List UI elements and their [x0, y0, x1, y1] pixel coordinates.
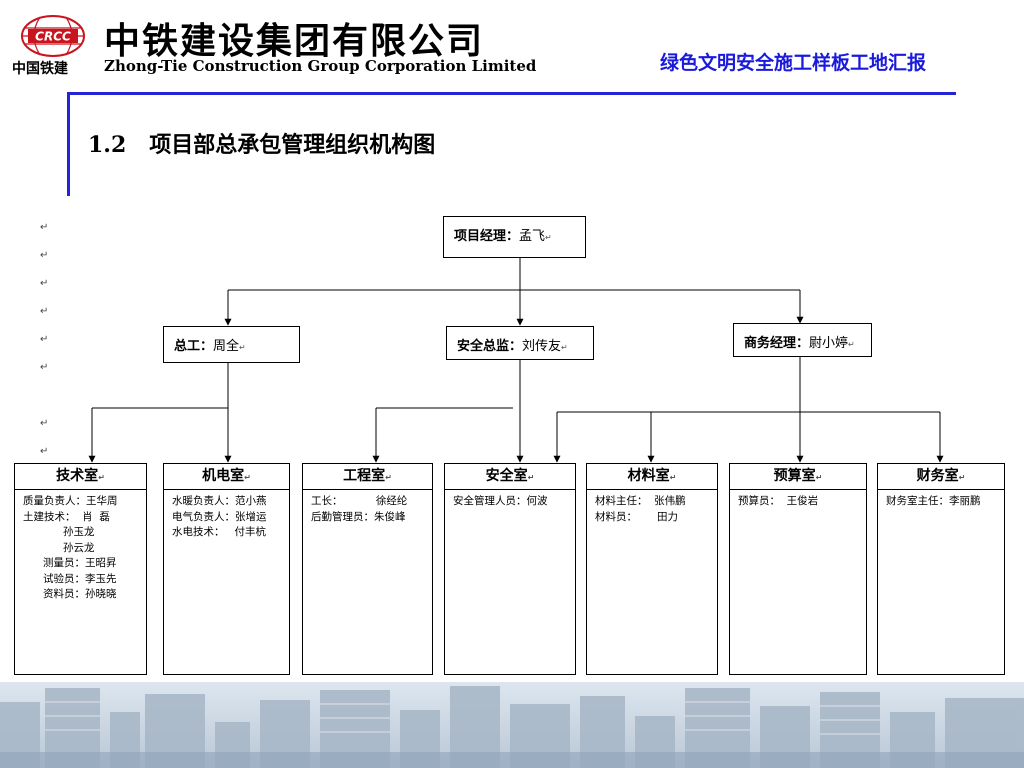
department-title: 材料室↵ — [587, 464, 717, 490]
department-title: 工程室↵ — [303, 464, 432, 490]
member-line: 资料员：孙晓晓 — [23, 588, 117, 600]
member-line: 质量负责人：王华周 — [23, 495, 118, 507]
paragraph-mark: ↵ — [40, 334, 49, 345]
department-box-finance: 财务室↵ 财务室主任：李丽鹏 — [877, 463, 1005, 675]
department-members: 水暖负责人：范小燕 电气负责人：张增运 水电技术： 付丰杭 — [164, 490, 289, 541]
paragraph-mark: ↵ — [40, 250, 49, 261]
department-box-budget: 预算室↵ 预算员： 王俊岩 — [729, 463, 867, 675]
member-line: 测量员：王昭昇 — [23, 557, 117, 569]
business-manager-role: 商务经理： — [744, 336, 810, 351]
section-number: 1.2 — [88, 132, 127, 158]
department-members: 预算员： 王俊岩 — [730, 490, 866, 510]
department-box-mechanical-electrical: 机电室↵ 水暖负责人：范小燕 电气负责人：张增运 水电技术： 付丰杭 — [163, 463, 290, 675]
paragraph-mark: ↵ — [815, 473, 823, 482]
member-line: 土建技术： 肖 磊 — [23, 510, 110, 523]
department-name: 机电室 — [202, 468, 245, 484]
header-divider — [68, 92, 956, 95]
department-title: 预算室↵ — [730, 464, 866, 490]
member-line: 试验员：李玉先 — [23, 572, 117, 585]
paragraph-mark: ↵ — [958, 473, 966, 482]
paragraph-mark: ↵ — [40, 278, 49, 289]
paragraph-mark: ↵ — [40, 446, 49, 457]
paragraph-mark: ↵ — [40, 222, 49, 233]
department-box-safety: 安全室↵ 安全管理人员：何波 — [444, 463, 576, 675]
member-line: 孙云龙 — [23, 541, 95, 554]
business-manager-name: 尉小婷 — [809, 336, 849, 351]
paragraph-mark: ↵ — [40, 418, 49, 429]
department-title: 技术室↵ — [15, 464, 146, 490]
department-members: 质量负责人：王华周 土建技术： 肖 磊 孙玉龙 孙云龙 测量员：王昭昇 试验员：… — [15, 490, 146, 603]
manager-name: 孟飞 — [519, 229, 546, 244]
logo-chinese-name: 中国铁建 — [12, 61, 68, 77]
department-members: 安全管理人员：何波 — [445, 490, 575, 510]
department-members: 财务室主任：李丽鹏 — [878, 490, 1004, 510]
chief-engineer-role: 总工： — [174, 339, 214, 354]
department-name: 工程室 — [343, 468, 386, 484]
member-line: 后勤管理员：朱俊峰 — [311, 510, 406, 523]
department-title: 财务室↵ — [878, 464, 1004, 490]
member-line: 安全管理人员：何波 — [453, 495, 548, 507]
department-name: 材料室 — [627, 468, 670, 484]
report-title: 绿色文明安全施工样板工地汇报 — [660, 52, 927, 74]
paragraph-mark: ↵ — [40, 306, 49, 317]
paragraph-mark: ↵ — [40, 362, 49, 373]
department-title: 安全室↵ — [445, 464, 575, 490]
business-manager-box: 商务经理：尉小婷↵ — [733, 323, 872, 357]
department-name: 安全室 — [485, 468, 528, 484]
department-members: 材料主任： 张伟鹏 材料员： 田力 — [587, 490, 717, 525]
paragraph-mark: ↵ — [239, 343, 246, 352]
department-name: 财务室 — [916, 468, 959, 484]
department-name: 技术室 — [56, 468, 99, 484]
department-name: 预算室 — [773, 468, 816, 484]
city-skyline-image — [0, 682, 1024, 768]
chief-engineer-box: 总工：周全↵ — [163, 326, 300, 363]
section-title-text: 项目部总承包管理组织机构图 — [149, 132, 436, 158]
svg-text:CRCC: CRCC — [35, 30, 71, 44]
paragraph-mark: ↵ — [244, 473, 251, 482]
department-box-materials: 材料室↵ 材料主任： 张伟鹏 材料员： 田力 — [586, 463, 718, 675]
paragraph-mark: ↵ — [98, 473, 105, 482]
left-accent-bar — [67, 92, 70, 196]
project-manager-box: 项目经理：孟飞↵ — [443, 216, 586, 258]
member-line: 水暖负责人：范小燕 — [172, 495, 267, 507]
safety-director-box: 安全总监：刘传友↵ — [446, 326, 594, 360]
department-box-engineering: 工程室↵ 工长： 徐经纶 后勤管理员：朱俊峰 — [302, 463, 433, 675]
safety-director-name: 刘传友 — [522, 339, 562, 354]
department-members: 工长： 徐经纶 后勤管理员：朱俊峰 — [303, 490, 432, 525]
member-line: 孙玉龙 — [23, 526, 95, 538]
member-line: 财务室主任：李丽鹏 — [886, 495, 981, 507]
member-line: 电气负责人：张增运 — [172, 510, 267, 523]
member-line: 工长： 徐经纶 — [311, 495, 408, 507]
member-line: 预算员： 王俊岩 — [738, 495, 819, 507]
paragraph-mark: ↵ — [669, 473, 677, 482]
department-title: 机电室↵ — [164, 464, 289, 490]
chief-engineer-name: 周全 — [213, 339, 240, 354]
company-name-english: Zhong-Tie Construction Group Corporation… — [104, 57, 537, 75]
crcc-logo-icon: CRCC — [21, 15, 85, 57]
company-name-chinese: 中铁建设集团有限公司 — [104, 21, 485, 62]
member-line: 材料员： 田力 — [595, 510, 679, 523]
paragraph-mark: ↵ — [561, 343, 568, 352]
member-line: 水电技术： 付丰杭 — [172, 526, 267, 538]
member-line: 材料主任： 张伟鹏 — [595, 495, 686, 507]
department-box-technical: 技术室↵ 质量负责人：王华周 土建技术： 肖 磊 孙玉龙 孙云龙 测量员：王昭昇… — [14, 463, 147, 675]
section-title: 1.2 项目部总承包管理组织机构图 — [88, 127, 435, 159]
safety-director-role: 安全总监： — [457, 339, 523, 354]
manager-role: 项目经理： — [454, 229, 520, 244]
paragraph-mark: ↵ — [527, 473, 535, 482]
paragraph-mark: ↵ — [385, 473, 392, 482]
paragraph-mark: ↵ — [848, 340, 855, 349]
paragraph-mark: ↵ — [545, 233, 552, 242]
